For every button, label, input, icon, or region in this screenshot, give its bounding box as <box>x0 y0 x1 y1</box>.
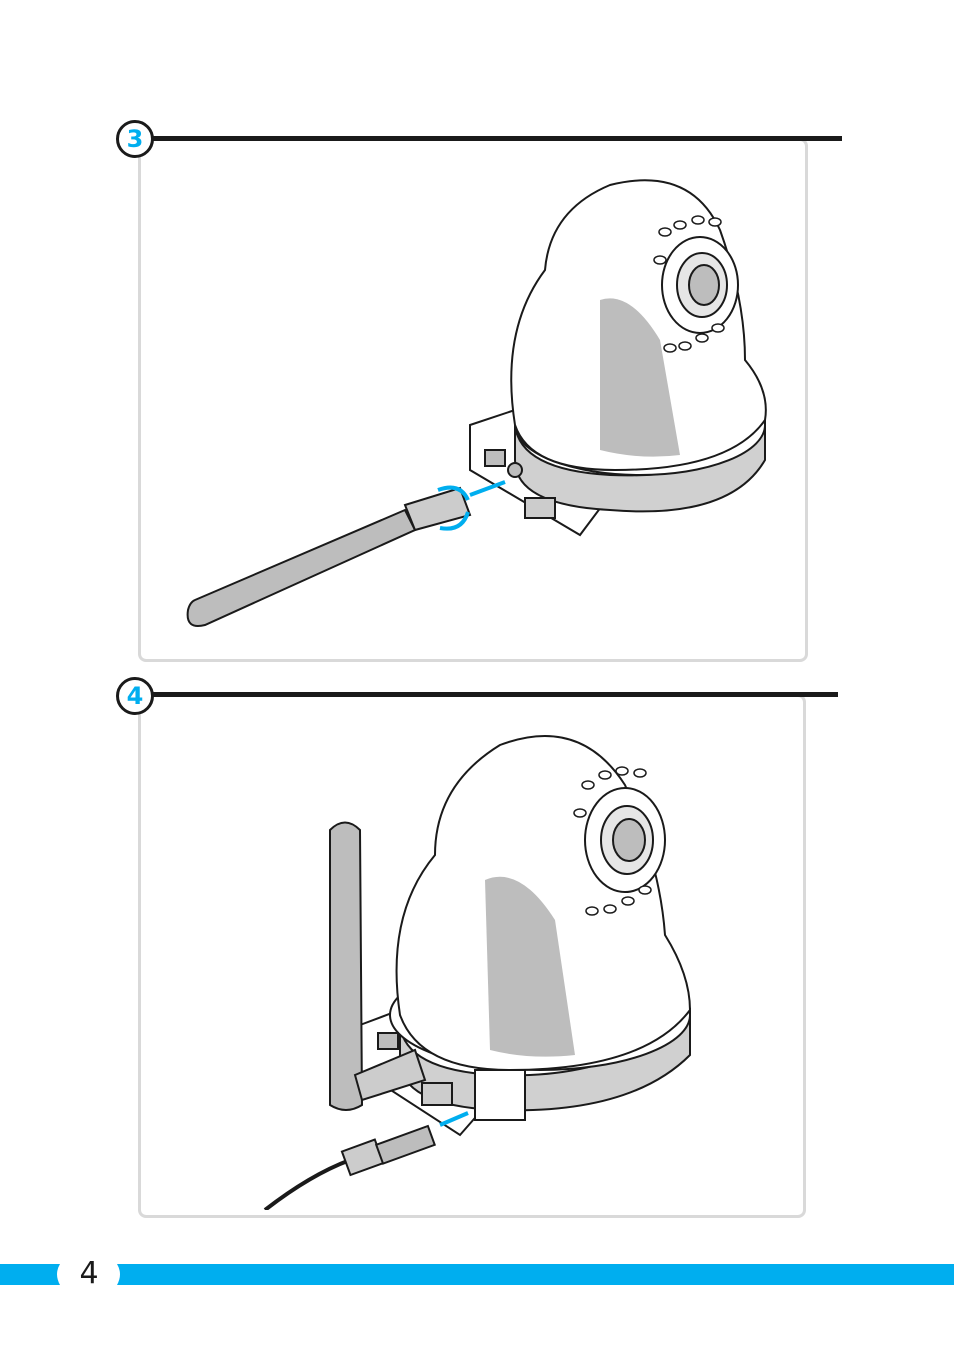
footer-bar-left <box>0 1264 56 1285</box>
step-3-badge: 3 <box>116 120 154 158</box>
step-4-badge: 4 <box>116 677 154 715</box>
page-number-left-bracket <box>54 1264 60 1285</box>
footer-bar-right <box>122 1264 954 1285</box>
page-number: 4 <box>74 1256 104 1291</box>
step-4-rule <box>150 692 838 697</box>
step-3-rule <box>150 136 842 141</box>
power-plug-icon <box>265 1126 435 1210</box>
antenna-icon <box>188 488 470 626</box>
antenna-attach-illustration <box>170 170 790 650</box>
power-connect-illustration <box>250 715 710 1210</box>
camera-body-icon <box>470 180 766 535</box>
